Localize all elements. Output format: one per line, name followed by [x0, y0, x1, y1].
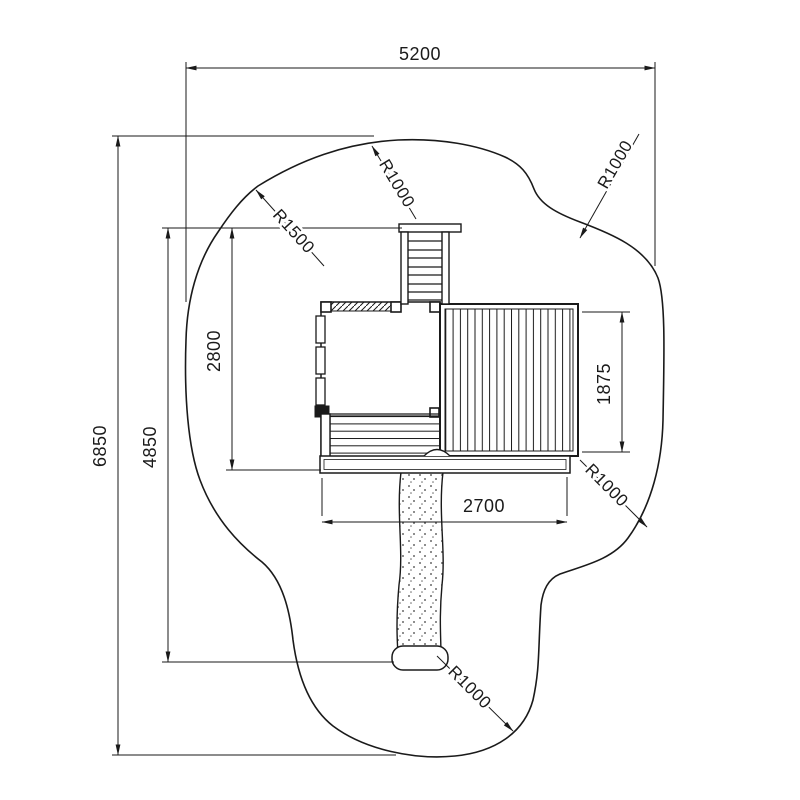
- dim-structure-slide-height-label: 4850: [140, 426, 160, 468]
- dimension-bottom-width: 2700: [321, 477, 568, 525]
- tower-posts: [320, 301, 441, 418]
- platform: [439, 303, 579, 457]
- ladder-right-rail: [441, 231, 450, 305]
- dim-top-width-label: 5200: [399, 44, 441, 64]
- ladder-left-rail: [400, 231, 409, 305]
- slide-end-cap: [391, 645, 449, 671]
- dimension-structure-slide-height: 4850: [140, 227, 402, 663]
- bottom-bar-inner: [323, 459, 567, 470]
- platform-planks: [444, 308, 574, 452]
- tower-top-wall: [323, 301, 401, 312]
- tower-left-wall-panels: [315, 315, 326, 406]
- dimension-top-width: 5200: [185, 44, 656, 302]
- slide-body: [396, 471, 444, 656]
- play-structure: [314, 223, 579, 671]
- dim-bottom-width-label: 2700: [463, 496, 505, 516]
- ladder-rungs: [408, 240, 442, 301]
- dimension-platform-depth: 1875: [582, 311, 630, 453]
- dim-structure-height-label: 2800: [204, 330, 224, 372]
- slide-entry-bump: [423, 448, 451, 457]
- dimension-structure-height: 2800: [204, 227, 321, 471]
- dim-platform-depth-label: 1875: [594, 363, 614, 405]
- slide: [391, 471, 449, 671]
- ladder-top-bar: [398, 223, 462, 233]
- dimension-overall-height: 6850: [90, 135, 396, 756]
- radius-callout-top-right: R1000: [579, 133, 640, 239]
- tower: [314, 301, 441, 473]
- radius-top-right-label: R1000: [594, 137, 637, 192]
- bottom-bar-outer: [319, 455, 571, 474]
- bottom-platform-edge: [319, 448, 571, 474]
- dim-overall-height-label: 6850: [90, 425, 110, 467]
